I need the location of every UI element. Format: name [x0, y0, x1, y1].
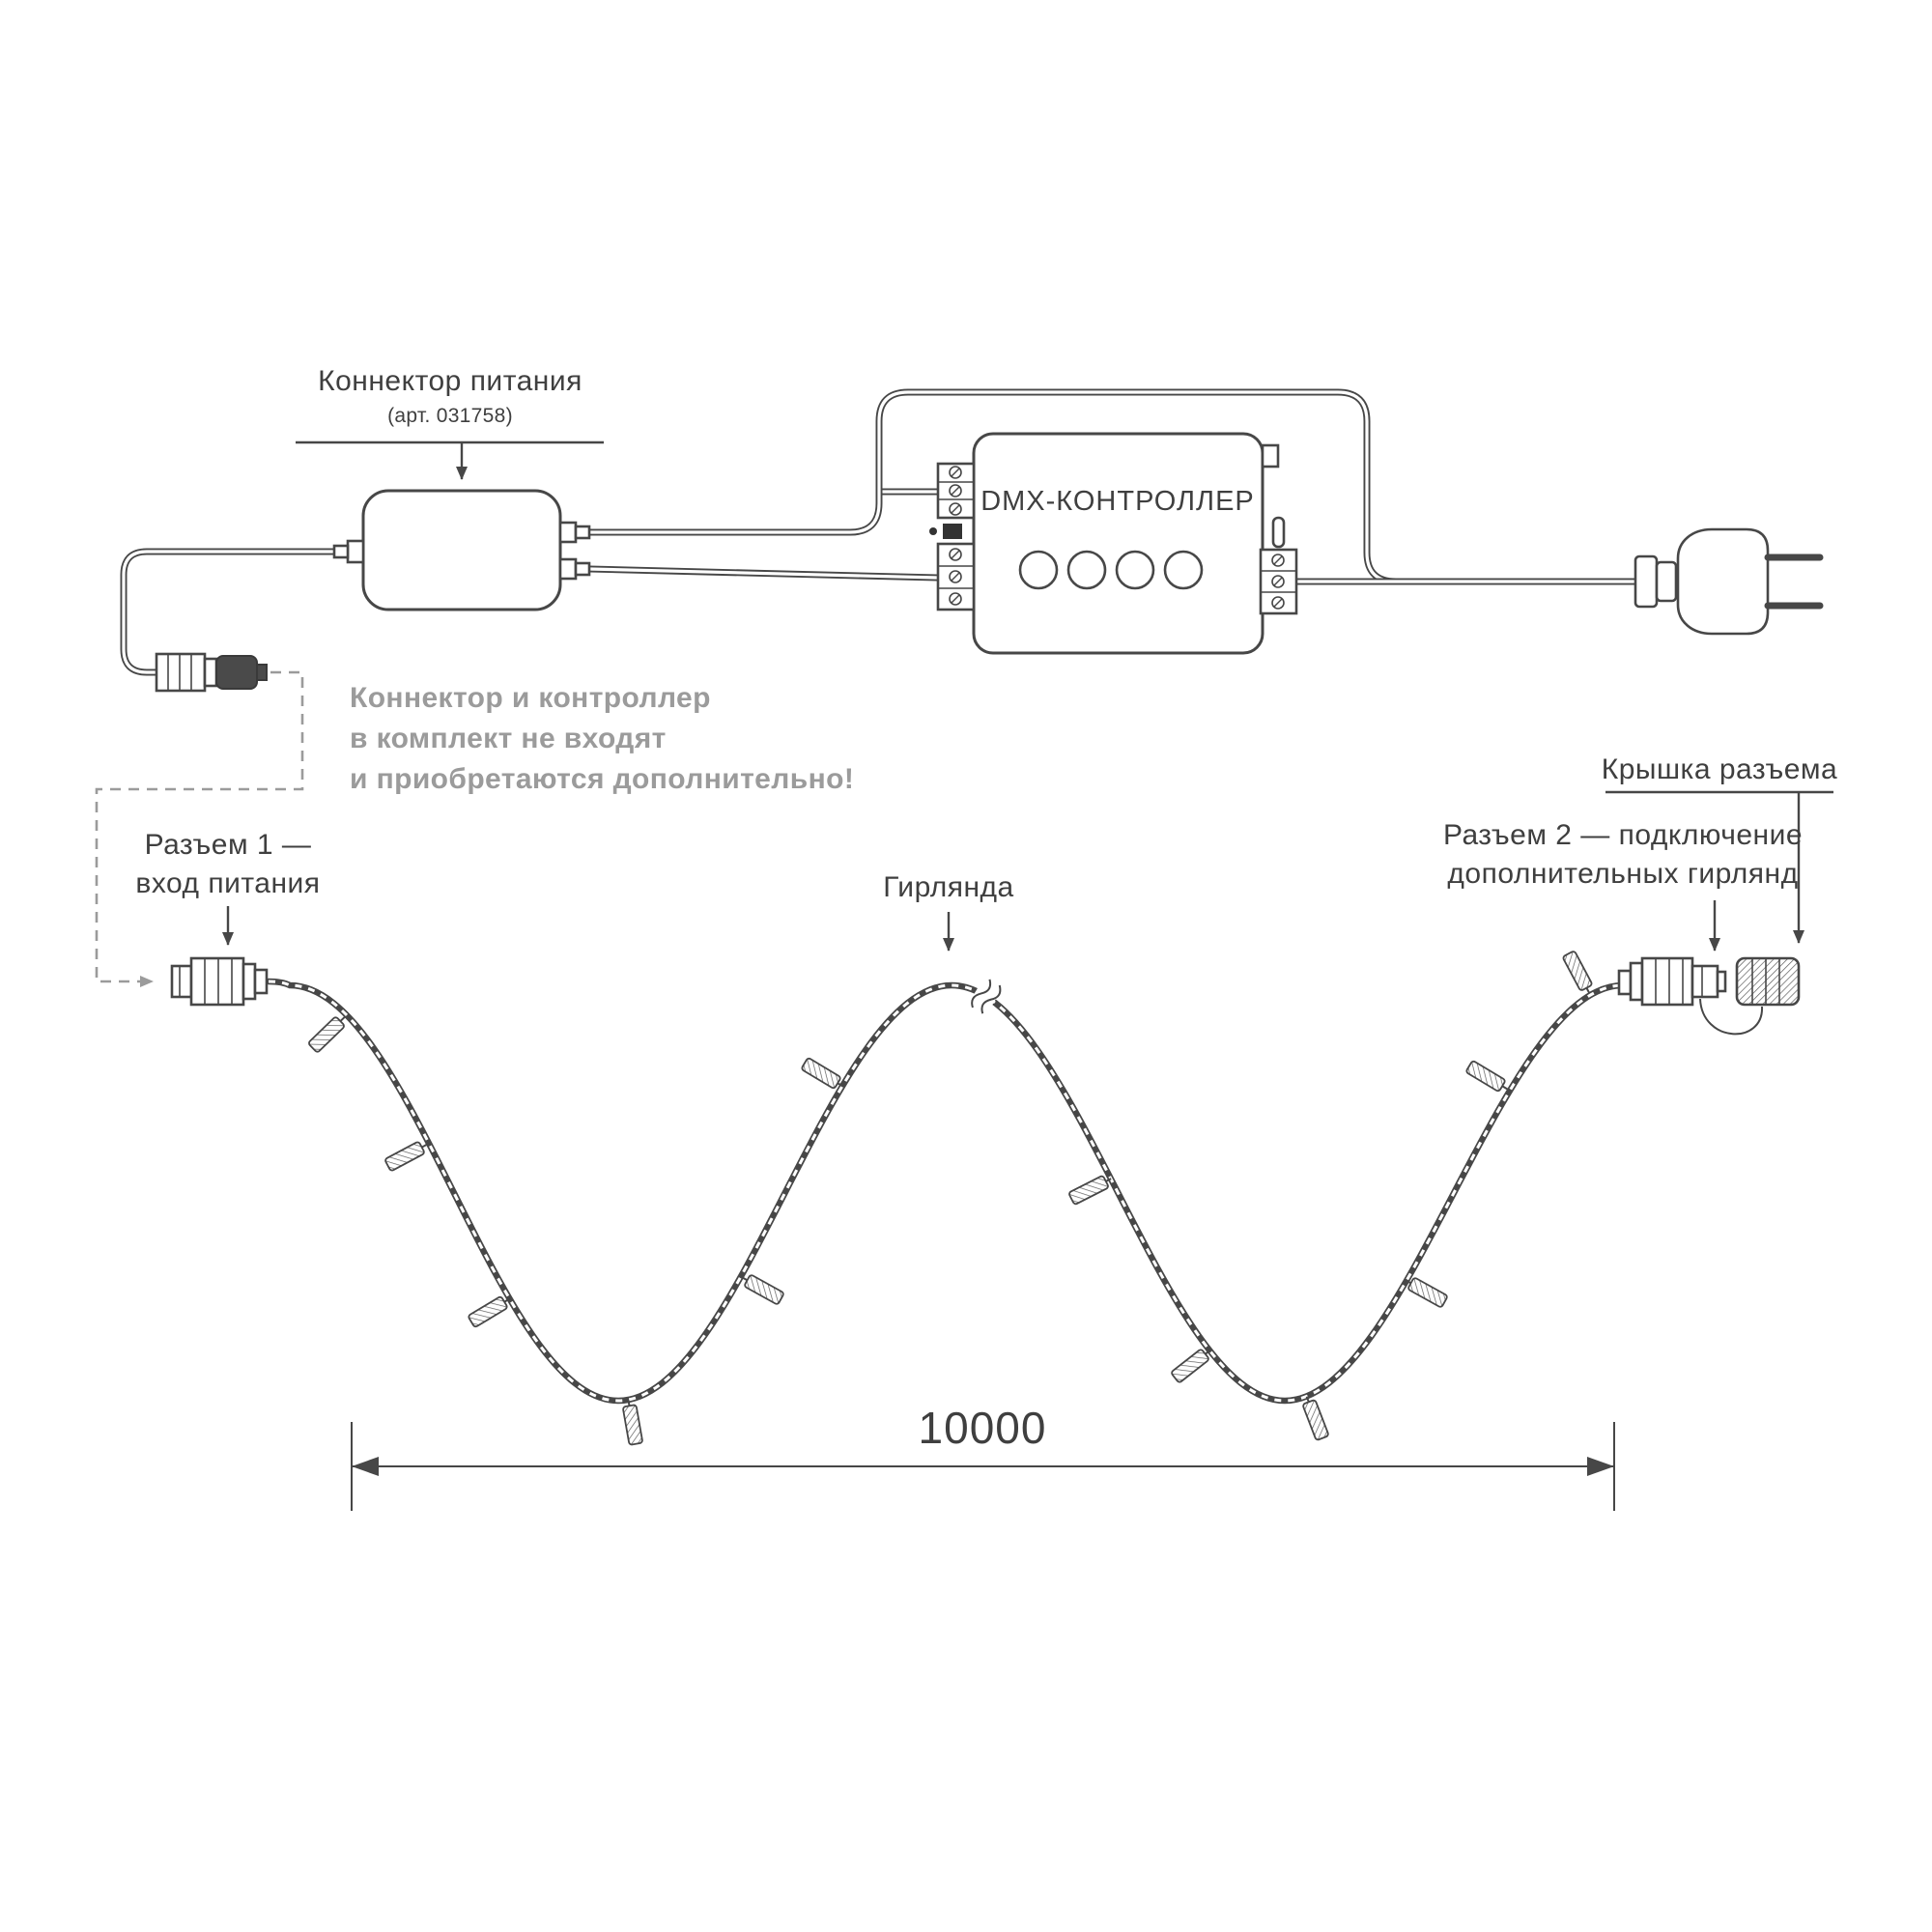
- connector1-label: Разъем 1 — вход питания: [135, 829, 320, 946]
- connector1-ribbed-body: [189, 956, 245, 1007]
- connector-box-right-stub-top: [558, 521, 578, 544]
- wires: [120, 388, 1642, 676]
- controller-title: DMX-КОНТРОЛЛЕР: [980, 486, 1255, 517]
- power-connector-label: Коннектор питания (арт. 031758): [296, 365, 604, 480]
- controller-button-2: [1066, 550, 1107, 590]
- power-connector-title: Коннектор питания: [318, 365, 582, 397]
- connector2-tip: [1716, 970, 1727, 993]
- power-connector-art: (арт. 031758): [387, 405, 513, 427]
- lamp: [622, 1400, 643, 1446]
- garland-wire: [265, 978, 1627, 1405]
- lamp: [801, 1057, 843, 1090]
- screw-slot: [951, 504, 960, 514]
- inline-connector-ribbed-body: [155, 652, 207, 693]
- power-connector-box: [332, 489, 591, 611]
- connector-box-body: [361, 489, 562, 611]
- controller-body: [972, 432, 1264, 655]
- note-line-2: в комплект не входят: [350, 723, 667, 754]
- wire-to-inline-connector-core: [122, 550, 336, 674]
- screw-slot: [951, 550, 960, 559]
- screw-slot: [1273, 577, 1283, 586]
- terminal-block-right: [1259, 548, 1298, 615]
- controller-button-1: [1018, 550, 1059, 590]
- connector-box-left-stub-tip: [332, 544, 350, 559]
- screw-slot: [1273, 555, 1283, 565]
- lamp: [1302, 1396, 1329, 1441]
- wire-box-to-controller-core: [588, 567, 939, 580]
- screw-slot: [1273, 598, 1283, 608]
- controller-button-4: [1163, 550, 1204, 590]
- connector2-collar: [1629, 961, 1644, 1002]
- connector-cap: [1735, 956, 1801, 1007]
- break-squiggle: [971, 979, 992, 1009]
- connector2-ribbed-body: [1640, 956, 1694, 1007]
- connector-box-right-stub-bottom-tip: [574, 561, 591, 577]
- garland-label: Гирлянда: [883, 871, 1013, 952]
- inline-connector-step: [203, 657, 218, 688]
- garland: Гирлянда: [265, 871, 1627, 1446]
- wire-loop-core: [589, 390, 1397, 583]
- note-line-3: и приобретаются дополнительно!: [350, 763, 854, 795]
- screw-slot: [951, 468, 960, 477]
- connector1: [170, 956, 269, 1007]
- break-symbol: [967, 975, 1004, 1017]
- screw-slot: [951, 572, 960, 582]
- cap-leash: [1699, 998, 1764, 1036]
- inline-connector-tip: [215, 655, 258, 690]
- dimension: 10000: [351, 1403, 1615, 1511]
- mains-plug: [1634, 527, 1824, 636]
- connector2-label-line1: Разъем 2 — подключение: [1443, 819, 1803, 851]
- lamp: [1562, 951, 1593, 994]
- screw-slot: [951, 594, 960, 604]
- dimension-arrow-left: [352, 1457, 379, 1476]
- lamp: [1465, 1060, 1508, 1093]
- controller-dip-switch: [943, 524, 962, 539]
- connector2: [1617, 956, 1801, 1036]
- lamp: [1405, 1277, 1448, 1308]
- connector1-nose: [170, 964, 193, 999]
- connector2-label: Разъем 2 — подключение дополнительных ги…: [1443, 819, 1803, 952]
- garland-title: Гирлянда: [883, 871, 1013, 903]
- terminal-block-left-top: [936, 462, 976, 520]
- lamp: [1171, 1349, 1211, 1383]
- lamp: [384, 1141, 428, 1172]
- dimension-arrow-right: [1587, 1457, 1614, 1476]
- controller-button-3: [1115, 550, 1155, 590]
- lamp: [741, 1274, 784, 1305]
- plug-body: [1676, 527, 1770, 636]
- connector2-nose: [1690, 964, 1719, 999]
- controller-top-tab: [1261, 443, 1280, 469]
- cord-grip-1: [1634, 554, 1659, 609]
- connector1-label-line1: Разъем 1 —: [145, 829, 312, 861]
- connector-box-right-stub-bottom: [558, 557, 578, 581]
- cap-label-text: Крышка разъема: [1602, 753, 1837, 785]
- connector2-step: [1617, 969, 1633, 996]
- dmx-controller: DMX-КОНТРОЛЛЕР: [929, 432, 1298, 655]
- connector1-step: [253, 968, 269, 995]
- note-line-1: Коннектор и контроллер: [350, 682, 711, 714]
- connector-box-right-stub-top-tip: [574, 525, 591, 540]
- note-text: Коннектор и контроллер в комплект не вхо…: [350, 682, 854, 795]
- garland-wire-twist: [268, 980, 1624, 1403]
- inline-connector-nub: [256, 664, 268, 681]
- break-blank: [967, 975, 1004, 1017]
- cap-label: Крышка разъема: [1602, 753, 1837, 944]
- controller-side-slot: [1271, 516, 1286, 549]
- connector1-collar: [242, 962, 257, 1001]
- terminal-block-left-bottom: [936, 542, 976, 611]
- controller-led: [929, 527, 937, 535]
- break-squiggle: [980, 984, 1002, 1014]
- cord-grip-2: [1655, 560, 1678, 603]
- dimension-value: 10000: [919, 1403, 1047, 1453]
- connector-box-left-stub: [346, 539, 365, 564]
- connector2-label-line2: дополнительных гирлянд: [1447, 858, 1798, 890]
- lamp: [1068, 1175, 1112, 1206]
- inline-power-connector: [155, 652, 268, 693]
- dashed-guide-line: [95, 670, 304, 987]
- connector1-label-line2: вход питания: [135, 867, 320, 899]
- screw-slot: [951, 486, 960, 496]
- lamp: [308, 1016, 346, 1053]
- lamp: [468, 1295, 510, 1328]
